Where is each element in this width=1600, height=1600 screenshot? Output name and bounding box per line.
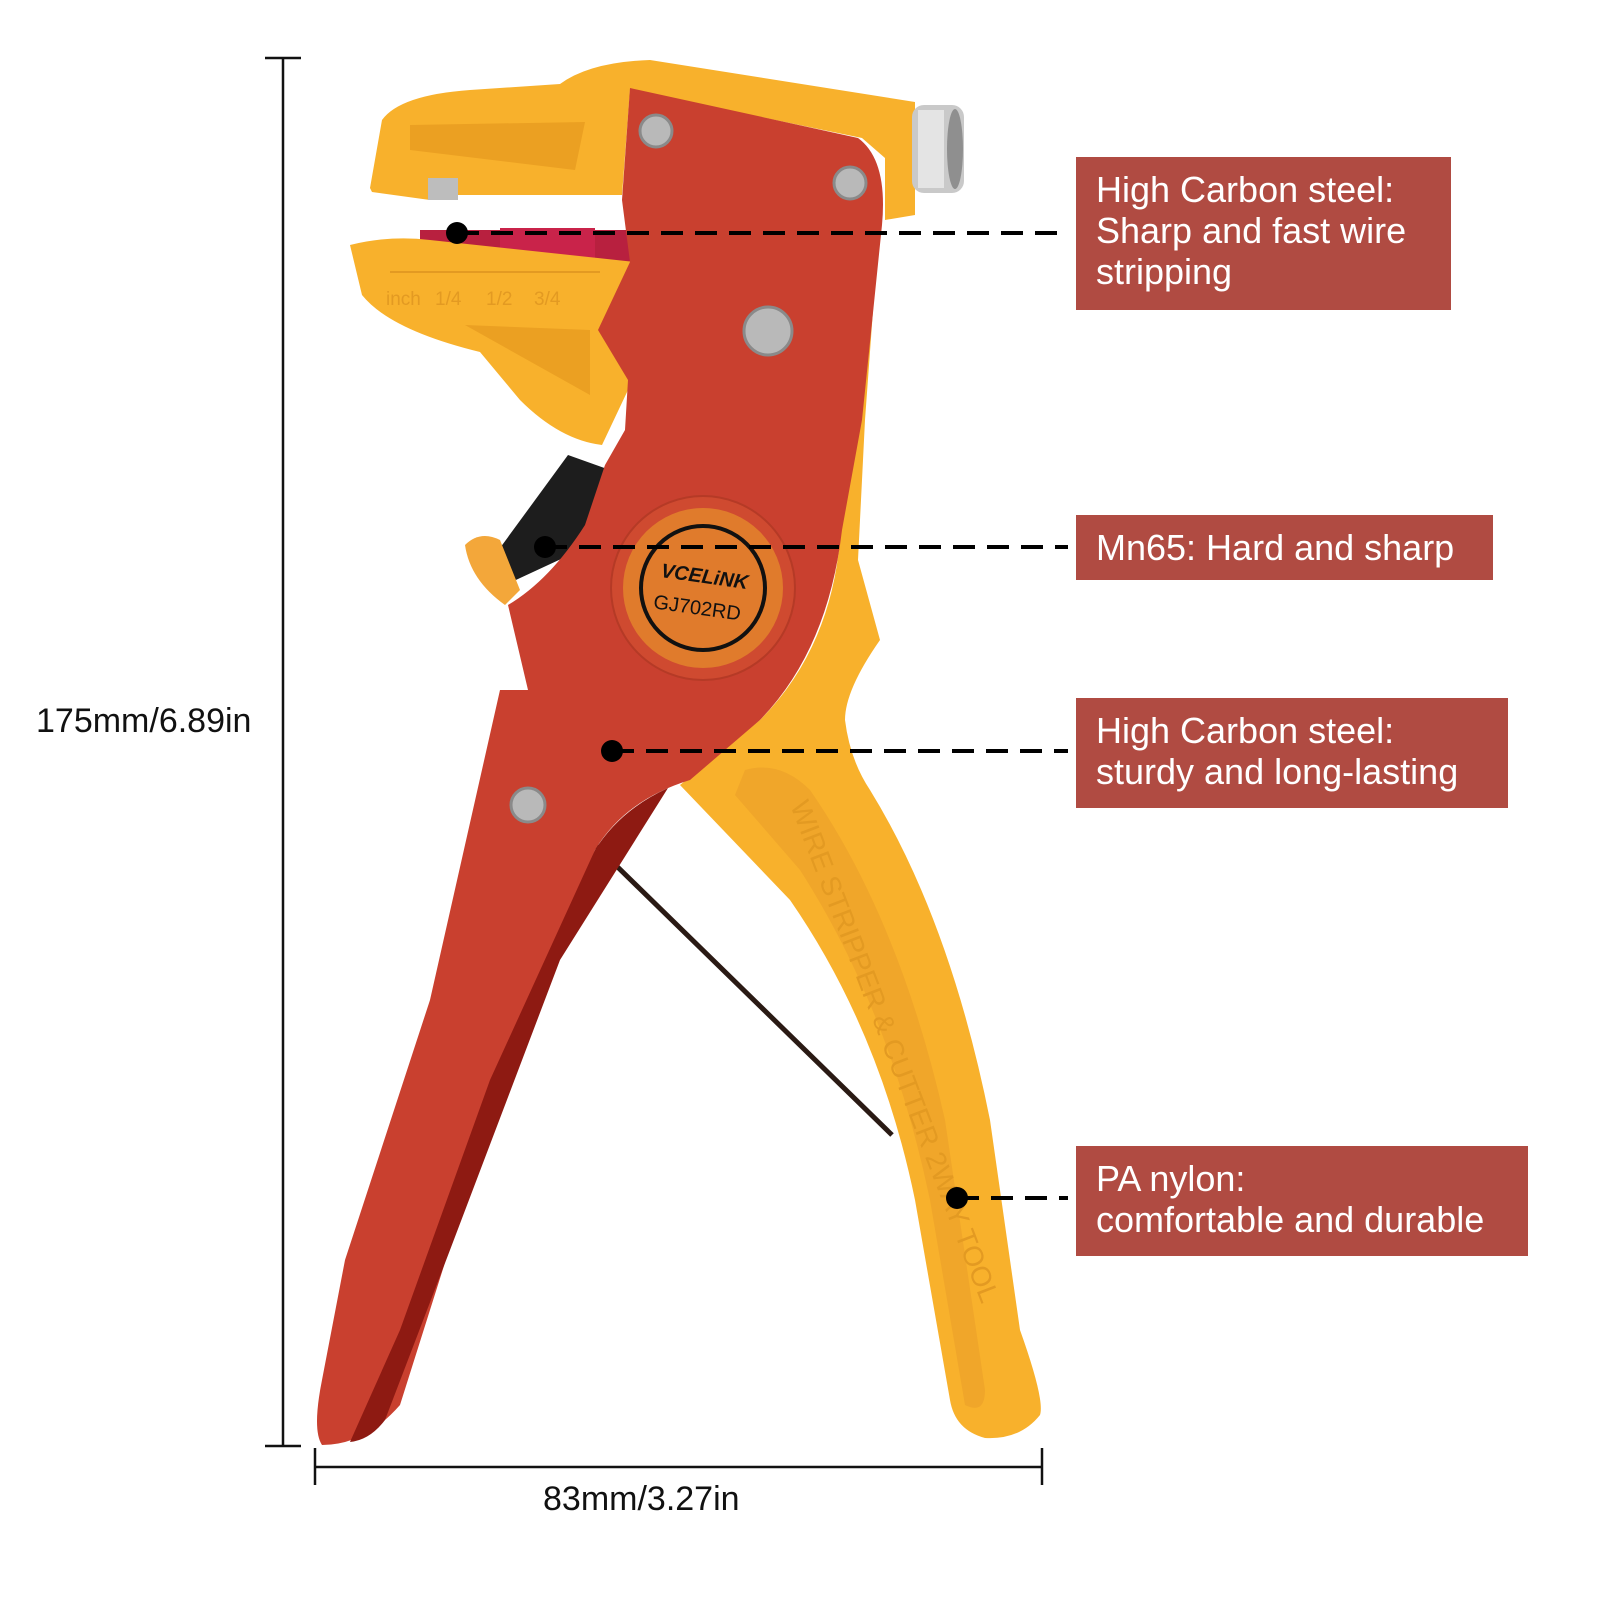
svg-text:3/4: 3/4 [534,289,561,310]
callout-jaw-blade: High Carbon steel: Sharp and fast wire s… [1076,157,1451,310]
callout-line: Mn65: Hard and sharp [1096,527,1455,568]
width-dimension-line [313,1448,1044,1485]
ruler-scale: inch 1/4 1/2 3/4 [386,271,600,310]
callout-cutter: Mn65: Hard and sharp [1076,515,1493,580]
svg-text:1/4: 1/4 [435,289,462,310]
upper-jaw-window [410,122,585,170]
callout-line: sturdy and long-lasting [1096,751,1459,792]
callout-line: stripping [1096,251,1233,292]
lower-jaw-window [465,325,590,395]
svg-text:1/2: 1/2 [486,289,512,310]
callout-line: Sharp and fast wire [1096,210,1407,251]
svg-text:inch: inch [386,289,421,310]
body-shadow [350,788,668,1442]
cutter-blade [500,455,610,585]
lower-jaw [350,238,635,445]
height-dimension-line [265,56,301,1448]
callout-line: High Carbon steel: [1096,169,1395,210]
steel-body [317,88,883,1445]
cutter-lip [465,536,520,605]
callout-line: comfortable and durable [1096,1199,1485,1240]
callout-line: PA nylon: [1096,1158,1246,1199]
height-dimension-label: 175mm/6.89in [36,702,252,740]
rivets [509,113,868,824]
width-dimension-label: 83mm/3.27in [543,1480,740,1518]
brand-badge: VCELiNK GJ702RD [610,495,796,681]
spring [590,840,894,1137]
callout-leaders [457,231,1068,1200]
blade-top [428,178,458,200]
upper-jaw [370,60,915,220]
nylon-handle [680,215,1041,1439]
adjustment-knob [912,105,964,193]
callout-body: High Carbon steel: sturdy and long-lasti… [1076,698,1508,808]
callout-handle: PA nylon: comfortable and durable [1076,1146,1528,1256]
handle-groove [735,767,985,1408]
callout-line: High Carbon steel: [1096,710,1395,751]
callout-dots [446,222,968,1209]
